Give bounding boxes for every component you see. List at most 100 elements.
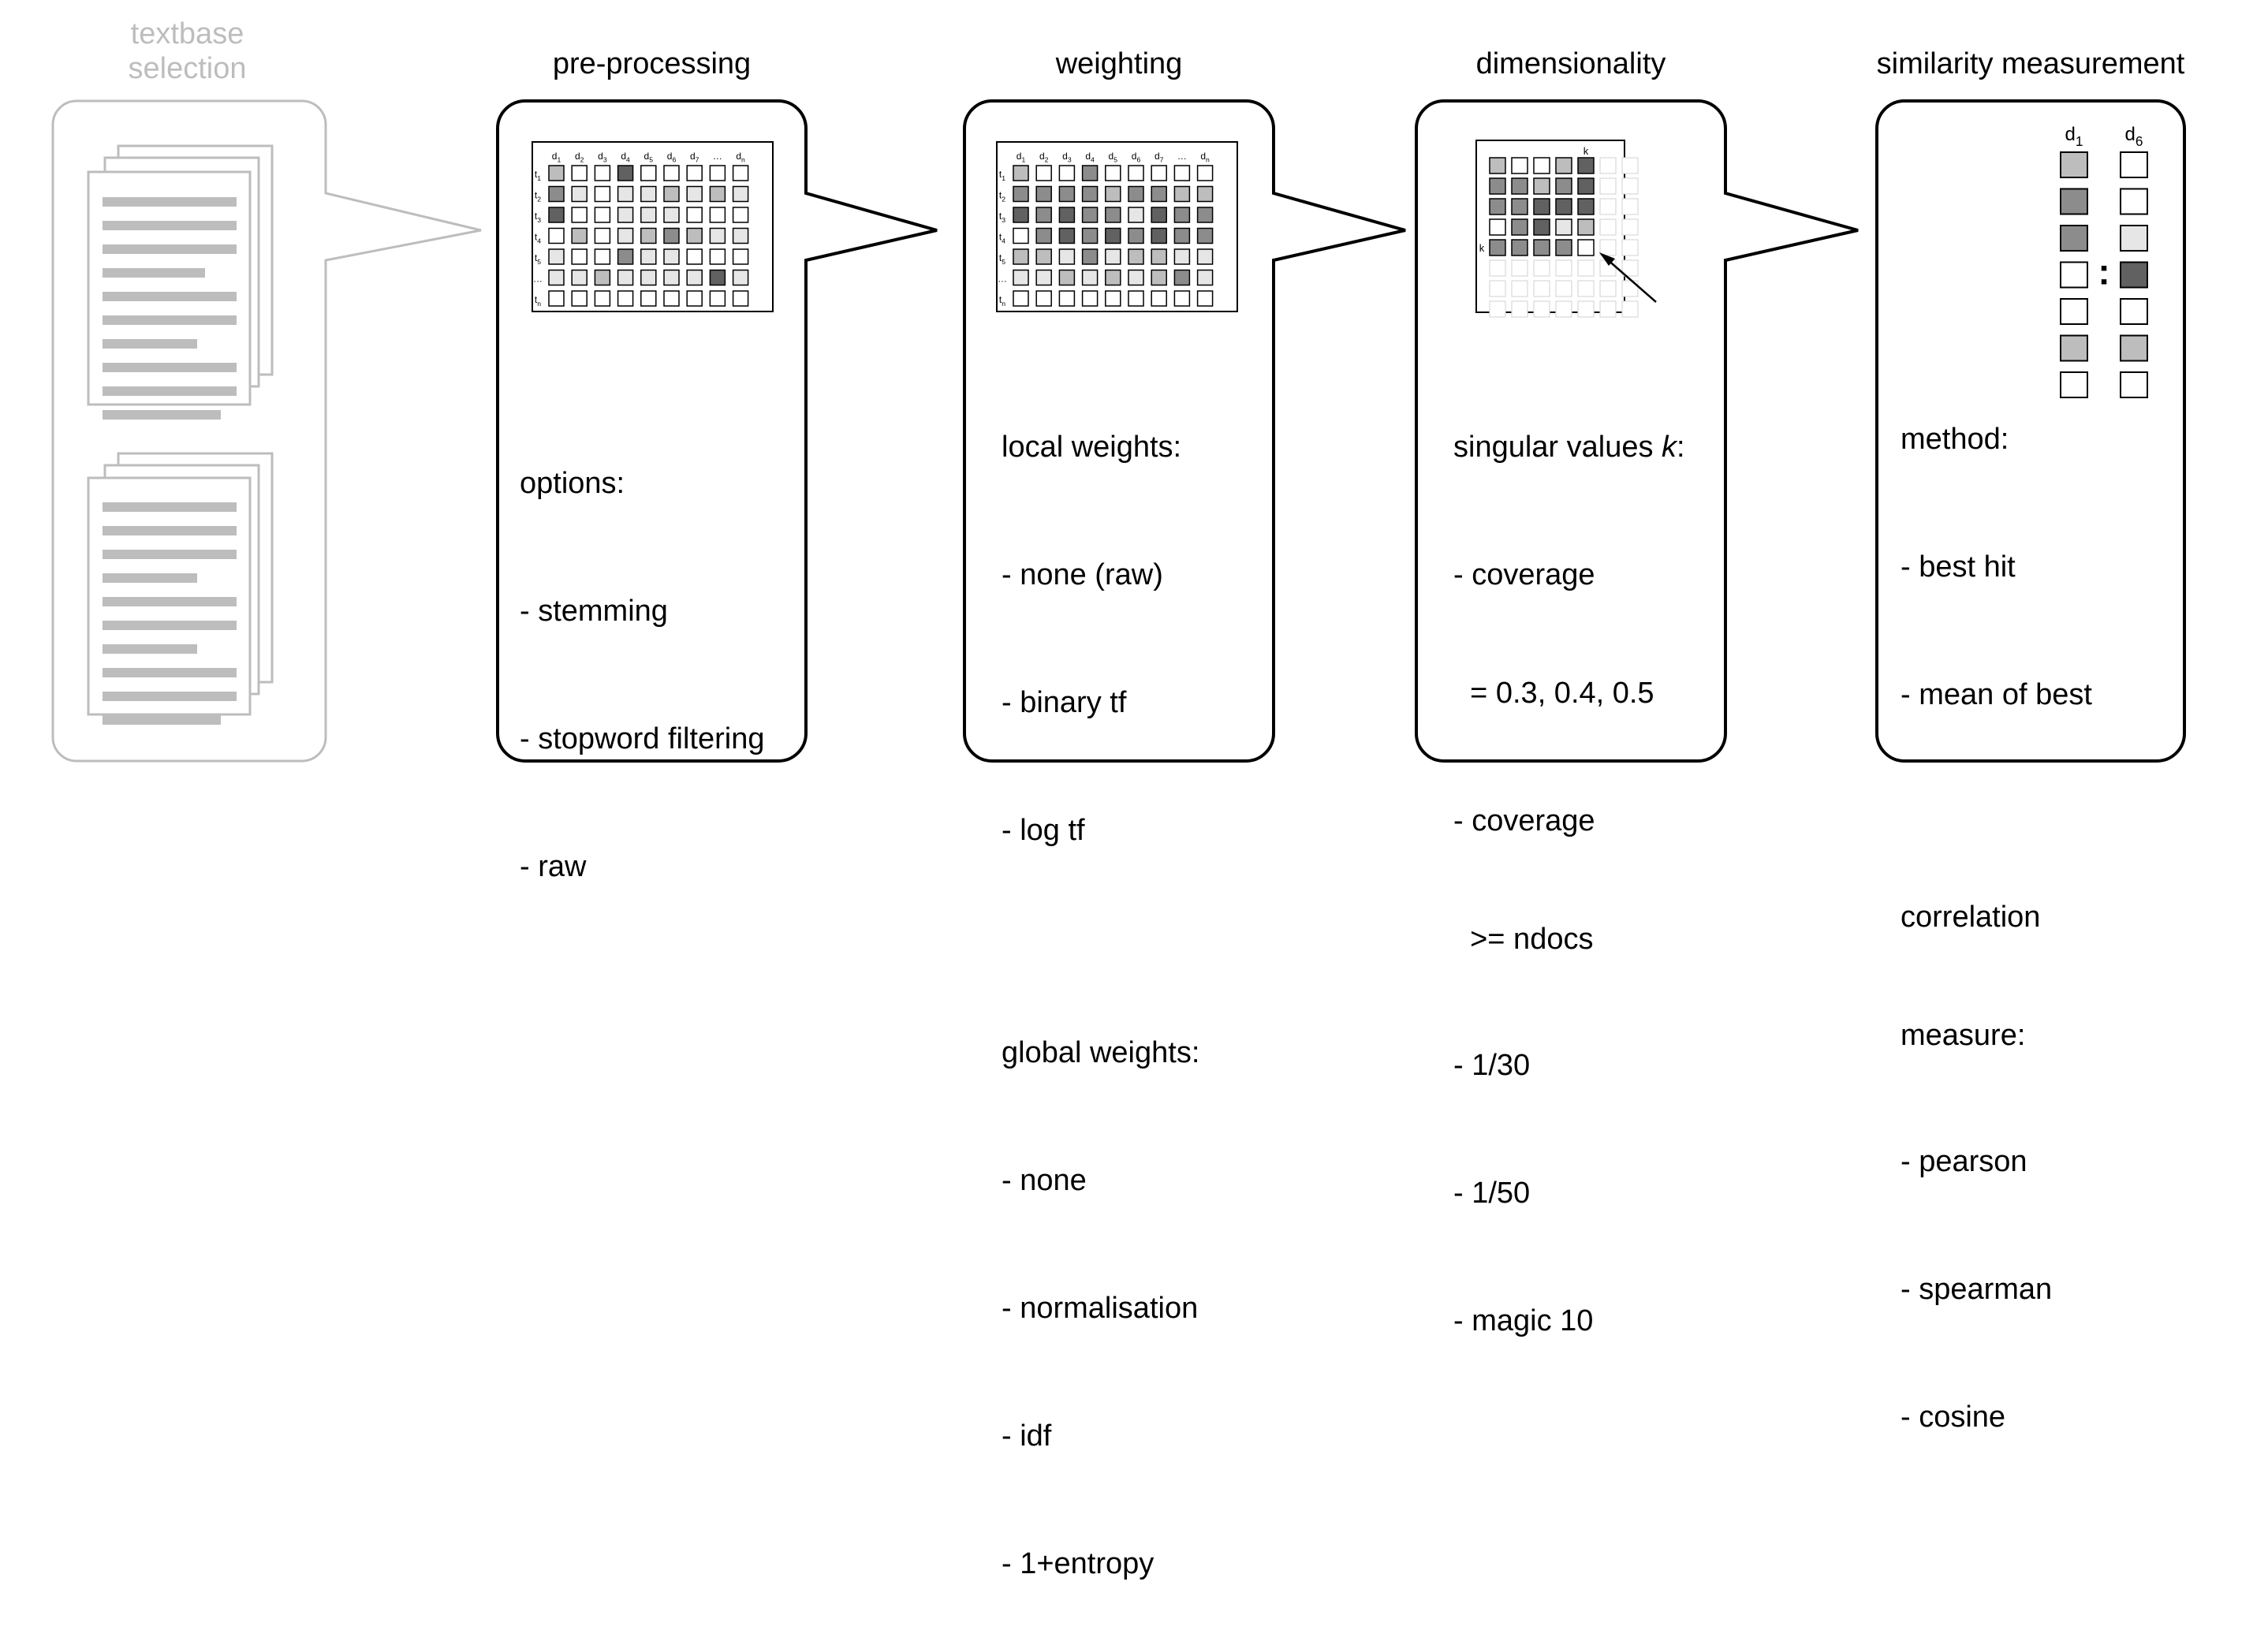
matrix-cell <box>1013 290 1029 307</box>
method-item: - mean of best <box>1901 678 2092 711</box>
matrix-cell <box>640 207 657 223</box>
box-similarity <box>1875 99 2186 763</box>
title-weighting: weighting <box>1055 47 1183 80</box>
reduced-cell <box>1533 239 1550 256</box>
matrix-cell <box>732 165 749 181</box>
matrix-cell <box>1058 207 1076 223</box>
column-label: dn <box>1200 151 1210 164</box>
matrix-cell <box>1035 248 1052 265</box>
matrix-cell <box>1151 248 1167 265</box>
reduced-cell <box>1577 198 1595 215</box>
matrix-cell <box>548 207 565 223</box>
matrix-cell <box>1081 290 1099 307</box>
correlation-heading: correlation <box>1901 901 2041 934</box>
matrix-cell <box>1128 227 1144 244</box>
reduced-cell <box>1533 198 1550 215</box>
callout-dimensionality <box>1415 99 1859 763</box>
reduced-cell <box>1555 218 1572 236</box>
matrix-cell <box>1081 269 1099 286</box>
matrix-cell <box>1035 165 1052 181</box>
vector-cell-d6 <box>2120 261 2148 289</box>
matrix-cell <box>1196 227 1214 244</box>
row-label: t1 <box>999 169 1005 182</box>
matrix-cell <box>709 269 726 286</box>
text-line <box>103 244 237 254</box>
reduced-cell <box>1489 177 1506 195</box>
matrix-cell <box>732 207 749 223</box>
column-label: d5 <box>644 151 654 164</box>
matrix-cell <box>1151 269 1167 286</box>
row-label: t1 <box>535 169 541 182</box>
matrix-cell <box>1013 227 1029 244</box>
preprocessing-options: options: - stemming - stopword filtering… <box>520 377 764 973</box>
reduced-cell <box>1511 300 1528 318</box>
row-label: t4 <box>535 232 541 245</box>
vector-cell-d6 <box>2120 334 2148 362</box>
matrix-cell <box>709 290 726 307</box>
matrix-cell <box>640 185 657 203</box>
column-label: … <box>713 151 722 162</box>
reduced-cell <box>1577 259 1595 277</box>
row-label: t3 <box>535 211 541 224</box>
matrix-cell <box>732 269 749 286</box>
reduced-cell <box>1599 177 1617 195</box>
measure-item: - spearman <box>1901 1273 2053 1306</box>
matrix-cell <box>1151 185 1167 203</box>
reduced-cell <box>1489 157 1506 174</box>
column-label: d1 <box>1016 151 1026 164</box>
column-label: d4 <box>621 151 630 164</box>
heading-colon: : <box>1677 431 1685 464</box>
row-label: t2 <box>535 190 541 203</box>
k-column-marker: k <box>1583 145 1589 157</box>
vector-cell-d1 <box>2060 371 2088 398</box>
text-line <box>103 621 237 630</box>
matrix-cell <box>1035 185 1052 203</box>
matrix-cell <box>1151 290 1167 307</box>
reduced-cell <box>1533 177 1550 195</box>
row-label: t5 <box>999 252 1005 266</box>
reduced-cell <box>1511 198 1528 215</box>
matrix-cell <box>617 248 634 265</box>
matrix-cell <box>1105 207 1121 223</box>
matrix-cell <box>1151 165 1167 181</box>
measure-item: - cosine <box>1901 1401 2006 1434</box>
vector-separator: : <box>2098 252 2109 293</box>
reduced-matrix: kk <box>1479 145 1639 318</box>
column-label: d6 <box>1132 151 1141 164</box>
matrix-cell <box>548 227 565 244</box>
k-row-marker: k <box>1479 242 1485 254</box>
global-weight-item: - normalisation <box>1002 1292 1199 1325</box>
matrix-cell <box>1058 290 1076 307</box>
vector-cell-d1 <box>2060 188 2088 215</box>
k-arrow <box>1606 258 1657 303</box>
text-line <box>103 715 221 725</box>
reduced-cell <box>1599 218 1617 236</box>
matrix-cell <box>1128 248 1144 265</box>
matrix-cell <box>663 227 680 244</box>
matrix-cell <box>1128 290 1144 307</box>
row-label: t2 <box>999 190 1005 203</box>
row-label: tn <box>999 294 1005 308</box>
global-weight-item: - none <box>1002 1164 1087 1197</box>
matrix-cell <box>709 248 726 265</box>
matrix-cell <box>1058 269 1076 286</box>
matrix-cell <box>617 290 634 307</box>
text-line <box>103 526 237 535</box>
row-label: … <box>998 274 1007 285</box>
reduced-cell <box>1489 218 1506 236</box>
title-line: textbase <box>130 17 244 50</box>
document-text-lines <box>103 197 237 420</box>
matrix-cell <box>594 227 611 244</box>
method-item: - best hit <box>1901 550 2016 584</box>
reduced-cell <box>1533 300 1550 318</box>
matrix-cell <box>663 248 680 265</box>
reduced-cell <box>1555 280 1572 297</box>
measure-item: - pearson <box>1901 1145 2027 1178</box>
matrix-cell <box>686 227 703 244</box>
callout-preprocessing <box>496 99 938 763</box>
text-line <box>103 339 197 349</box>
matrix-cell <box>1058 227 1076 244</box>
column-label: d7 <box>690 151 699 164</box>
reduced-cell <box>1489 239 1506 256</box>
text-line <box>103 692 237 701</box>
